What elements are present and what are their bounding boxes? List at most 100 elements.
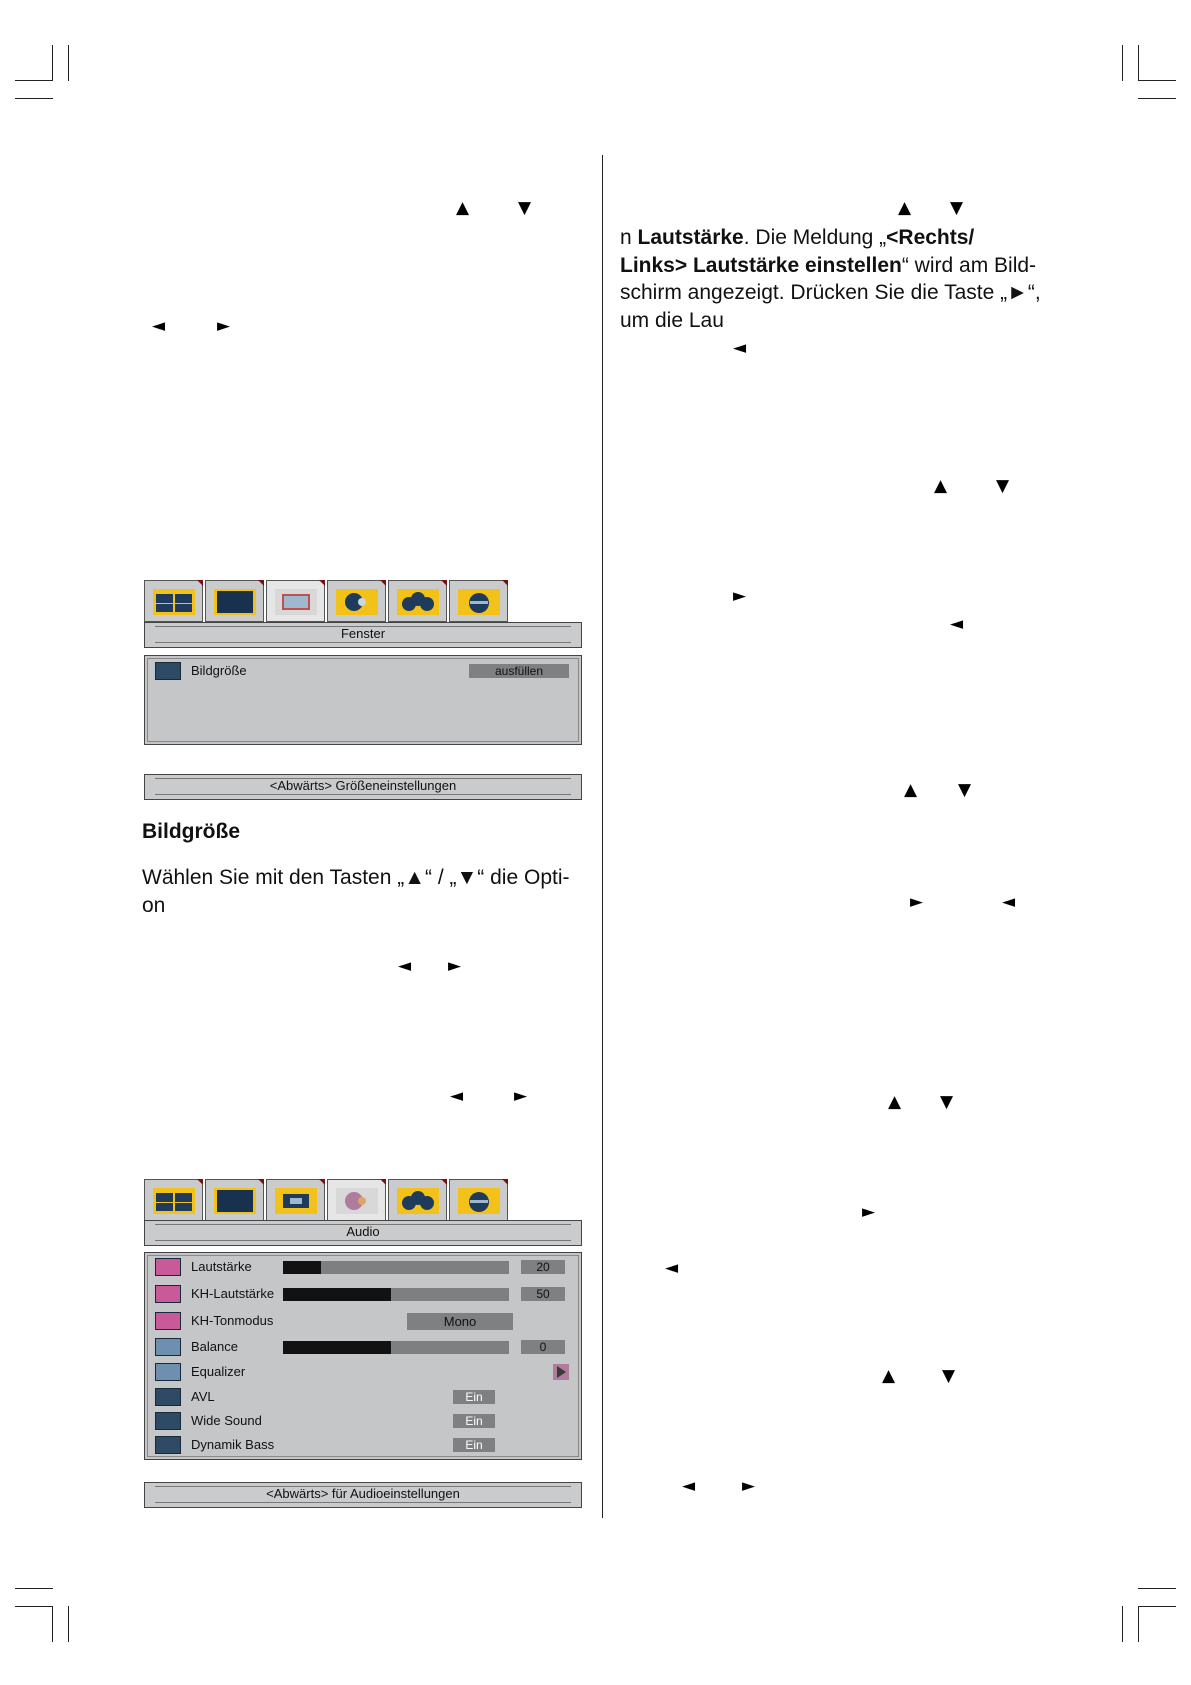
row-value: Ein [453,1390,495,1404]
right-paragraph: n Lautstärke. Die Meldung „<Rechts/ Link… [620,224,1064,334]
left-arrow-icon: ◄ [450,1086,464,1106]
window-tab-icon [275,589,317,615]
down-arrow-icon: ▼ [940,1092,954,1112]
row-value: Ein [453,1438,495,1452]
bold-term: Links> Lautstärke einstellen [620,253,902,277]
crop-mark [1138,1606,1176,1607]
crop-mark [15,1588,53,1589]
down-arrow-icon: ▼ [996,476,1010,496]
crop-mark [1138,1606,1139,1642]
row-value: Ein [453,1414,495,1428]
tab-audio[interactable] [327,580,386,622]
menu-row-equalizer[interactable]: Equalizer [155,1362,571,1382]
bold-term: <Rechts/ [886,226,975,249]
section-heading: Bildgröße [142,820,240,843]
menu-row-kh-tonmodus[interactable]: KH-Tonmodus Mono [155,1311,571,1331]
equalizer-icon [155,1363,181,1381]
tab-audio[interactable] [327,1179,386,1221]
menu-panel-inner [147,1255,579,1457]
left-arrow-icon: ◄ [1002,892,1016,912]
tab-window[interactable] [266,580,325,622]
row-label: AVL [191,1389,215,1404]
tab-screen[interactable] [205,580,264,622]
level-bar[interactable] [283,1341,509,1354]
right-arrow-icon: ► [448,956,462,976]
right-arrow-icon: ► [514,1086,528,1106]
features-tab-icon [397,589,439,615]
down-arrow-icon: ▼ [942,1366,956,1386]
menu-row-avl[interactable]: AVL Ein [155,1387,571,1407]
row-label: Wide Sound [191,1413,262,1428]
avl-icon [155,1388,181,1406]
up-arrow-icon: ▲ [904,780,918,800]
up-arrow-icon: ▲ [882,1366,896,1386]
left-arrow-icon: ◄ [152,316,166,336]
install-tab-icon [458,1188,500,1214]
bold-term: Lautstärke [637,226,744,249]
menu-row-balance[interactable]: Balance 0 [155,1337,571,1357]
level-bar[interactable] [283,1261,509,1274]
left-arrow-icon: ◄ [665,1258,679,1278]
picture-tab-icon [153,589,195,615]
picture-tab-icon [153,1188,195,1214]
tab-picture[interactable] [144,580,203,622]
tab-features[interactable] [388,1179,447,1221]
menu-row-wide-sound[interactable]: Wide Sound Ein [155,1411,571,1431]
crop-mark [52,45,53,81]
crop-mark [52,1606,53,1642]
text-line: um die Lau [620,308,724,332]
crop-mark [15,98,53,99]
tab-install[interactable] [449,580,508,622]
crop-mark [68,45,69,81]
menu-panel: Lautstärke 20 KH-Lautstärke 50 KH-Tonmod… [144,1252,582,1460]
tab-features[interactable] [388,580,447,622]
menu-row-dynamik-bass[interactable]: Dynamik Bass Ein [155,1435,571,1455]
left-arrow-icon: ◄ [682,1476,696,1496]
menu-title: Audio [144,1220,582,1246]
menu-tab-bar [144,580,512,622]
speaker-tab-icon [336,589,378,615]
install-tab-icon [458,589,500,615]
column-divider [602,155,603,1518]
row-label: Balance [191,1339,238,1354]
menu-footer: <Abwärts> Größeneinstellungen [144,774,582,800]
right-arrow-icon: ► [733,586,747,606]
tab-picture[interactable] [144,1179,203,1221]
submenu-arrow-icon[interactable] [553,1364,569,1380]
menu-footer: <Abwärts> für Audioeinstellungen [144,1482,582,1508]
up-arrow-icon: ▲ [898,198,912,218]
up-arrow-icon: ▲ [456,198,470,218]
up-arrow-icon: ▲ [888,1092,902,1112]
speaker-tab-icon [336,1188,378,1214]
row-value: Mono [407,1313,513,1330]
level-bar[interactable] [283,1288,509,1301]
text-fragment: n [620,226,638,249]
down-arrow-icon: ▼ [950,198,964,218]
row-label: Dynamik Bass [191,1437,275,1452]
menu-title: Fenster [144,622,582,648]
row-label: KH-Lautstärke [191,1286,275,1301]
crop-mark [15,80,53,81]
menu-row-lautstaerke[interactable]: Lautstärke 20 [155,1257,571,1277]
right-arrow-icon: ► [742,1476,756,1496]
menu-row-bildgroesse[interactable]: Bildgröße ausfüllen [155,661,571,681]
features-tab-icon [397,1188,439,1214]
menu-panel: Bildgröße ausfüllen [144,655,582,745]
crop-mark [1138,80,1176,81]
tab-screen[interactable] [205,1179,264,1221]
window-tab-icon [275,1188,317,1214]
picture-size-icon [155,662,181,680]
bass-icon [155,1436,181,1454]
menu-row-kh-lautstaerke[interactable]: KH-Lautstärke 50 [155,1284,571,1304]
screen-tab-icon [214,589,256,615]
row-value: 50 [521,1287,565,1301]
balance-icon [155,1338,181,1356]
crop-mark [1138,45,1139,81]
tab-install[interactable] [449,1179,508,1221]
left-arrow-icon: ◄ [733,338,747,358]
row-label: Equalizer [191,1364,246,1379]
level-fill [283,1288,392,1301]
row-value: ausfüllen [469,664,569,678]
tab-window[interactable] [266,1179,325,1221]
headphone-mode-icon [155,1312,181,1330]
